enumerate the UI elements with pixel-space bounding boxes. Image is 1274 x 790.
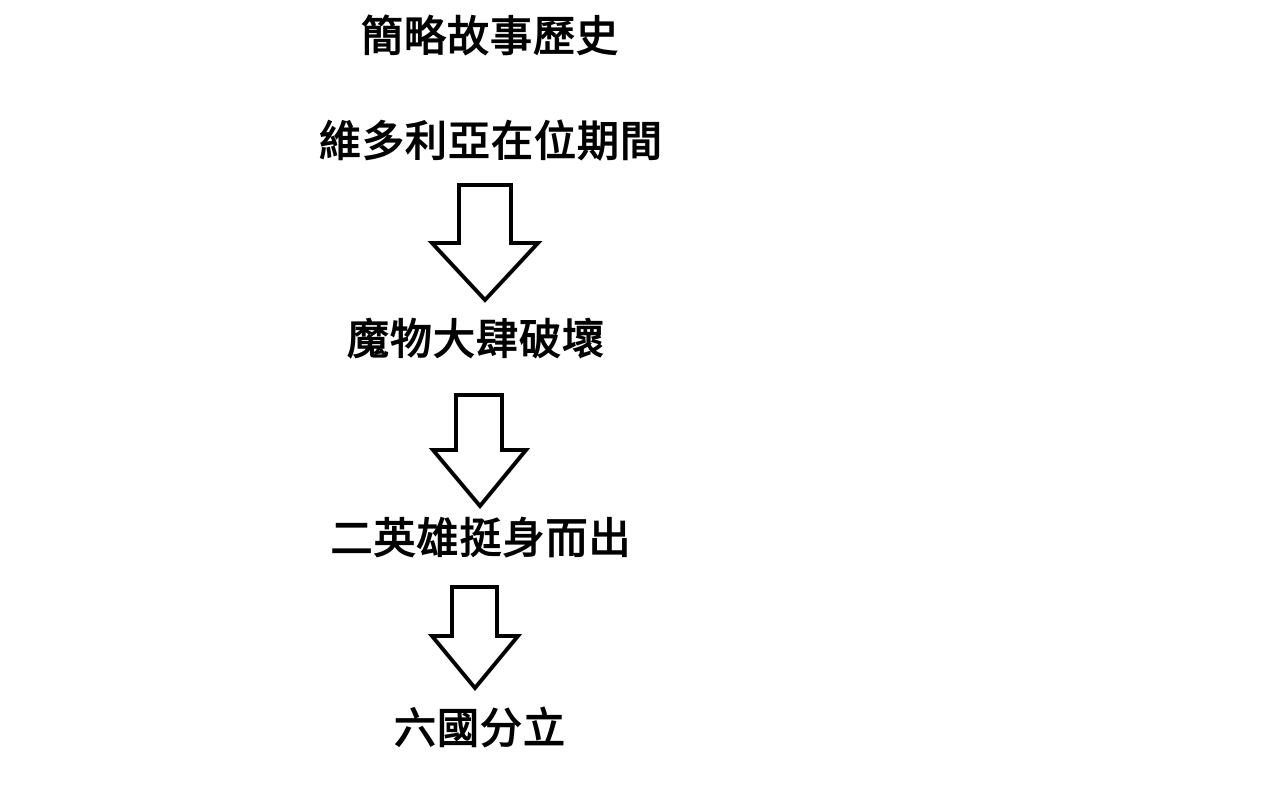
down-arrow-icon [427, 183, 543, 303]
down-arrow-icon [428, 393, 531, 510]
timeline-step-victoria-reign: 維多利亞在位期間 [318, 117, 664, 166]
diagram-title: 簡略故事歷史 [360, 12, 620, 61]
timeline-step-two-heroes: 二英雄挺身而出 [330, 514, 632, 563]
timeline-step-monster-rampage: 魔物大肆破壞 [346, 315, 606, 364]
down-arrow-icon [427, 585, 523, 692]
timeline-step-six-kingdoms: 六國分立 [393, 704, 567, 753]
